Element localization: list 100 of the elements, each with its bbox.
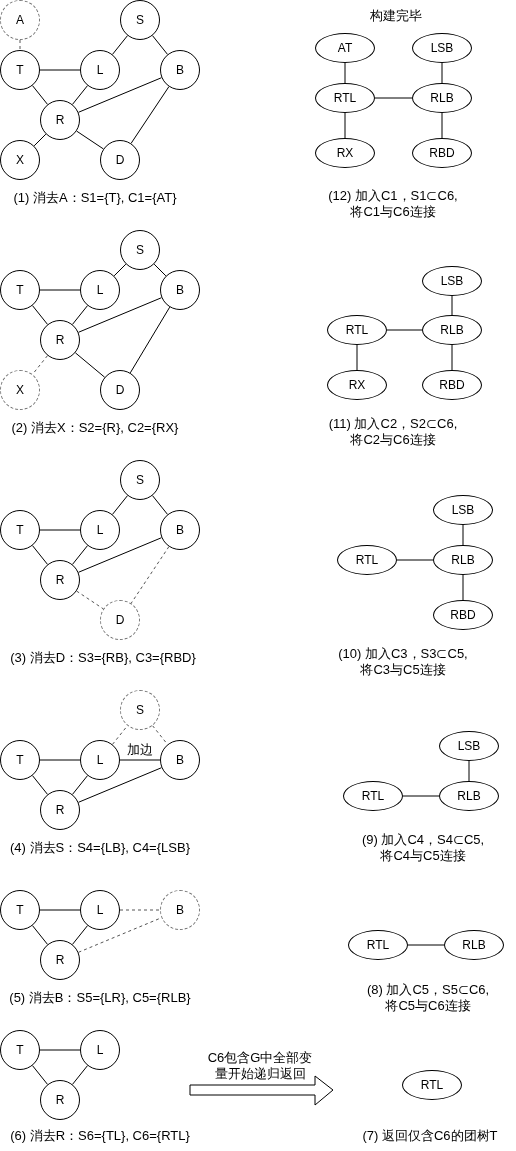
node-label: RLB [457, 789, 481, 803]
step-caption: (3) 消去D：S3={RB}, C3={RBD} [9, 650, 197, 666]
graph-node-circle [40, 100, 80, 140]
graph-node-circle [120, 460, 160, 500]
edge-line [74, 352, 106, 378]
node-label: T [16, 903, 24, 917]
step-caption: (9) 加入C4，S4⊂C5, 将C4与C5连接 [360, 832, 486, 864]
node-label: R [55, 333, 65, 347]
edge-line [451, 295, 453, 316]
node-label: B [176, 63, 184, 77]
edge-line [77, 767, 163, 803]
graph-node-circle [160, 740, 200, 780]
graph-node-circle [40, 560, 80, 600]
graph-node-circle [160, 50, 200, 90]
edge-line [462, 524, 464, 546]
edge-line [77, 77, 163, 113]
node-label: RLB [440, 323, 464, 337]
node-label: S [136, 13, 144, 27]
edge-line [32, 775, 48, 795]
step-caption: (4) 消去S：S4={LB}, C4={LSB} [9, 840, 191, 856]
edge-line [462, 574, 464, 601]
node-label: RTL [345, 323, 369, 337]
graph-node-circle [80, 1030, 120, 1070]
graph-node-circle [80, 740, 120, 780]
node-label: RLB [451, 553, 475, 567]
edge-line [112, 495, 128, 515]
step-caption: (7) 返回仅含C6的团树T [361, 1128, 499, 1144]
node-label: RBD [450, 608, 476, 622]
graph-node-circle [0, 270, 40, 310]
edge-line [374, 97, 413, 99]
clique-node-ellipse [402, 1070, 462, 1100]
edge-line [76, 130, 104, 150]
node-label: B [176, 283, 184, 297]
node-label: B [176, 753, 184, 767]
step-caption: (2) 消去X：S2={R}, C2={RX} [10, 420, 180, 436]
node-label: RX [336, 146, 354, 160]
node-label: LSB [430, 41, 454, 55]
clique-node-ellipse [439, 731, 499, 761]
node-label: T [16, 523, 24, 537]
edge-line [129, 306, 171, 374]
node-label: RBD [429, 146, 455, 160]
node-label: RLB [462, 938, 486, 952]
graph-node-circle [0, 50, 40, 90]
node-label: RTL [361, 789, 385, 803]
edge-line [32, 305, 48, 325]
node-label: T [16, 63, 24, 77]
edge-line [39, 529, 81, 531]
edge-line [344, 62, 346, 84]
step-caption: (10) 加入C3，S3⊂C5, 将C3与C5连接 [337, 646, 469, 678]
clique-node-ellipse [439, 781, 499, 811]
graph-node-circle [80, 270, 120, 310]
node-label: X [16, 153, 24, 167]
edge-line [119, 759, 161, 761]
node-label: D [115, 613, 125, 627]
node-label: RTL [333, 91, 357, 105]
graph-node-circle [80, 890, 120, 930]
graph-node-circle [160, 890, 200, 930]
graph-node-circle [100, 140, 140, 180]
dashed-edge [152, 725, 168, 745]
node-label: L [96, 903, 104, 917]
edge-line [32, 1065, 48, 1085]
node-label: LSB [451, 503, 475, 517]
step-caption: (6) 消去R：S6={TL}, C6={RTL} [9, 1128, 191, 1144]
graph-node-circle [120, 230, 160, 270]
graph-node-circle [120, 690, 160, 730]
node-label: S [136, 243, 144, 257]
clique-node-ellipse [444, 930, 504, 960]
node-label: T [16, 753, 24, 767]
edge-line [39, 289, 81, 291]
node-label: R [55, 113, 65, 127]
heading: 构建完毕 [369, 8, 423, 24]
edge-line [130, 86, 170, 144]
graph-node-circle [100, 600, 140, 640]
edge-line [72, 925, 88, 945]
clique-node-ellipse [348, 930, 408, 960]
edge-line [386, 329, 423, 331]
node-label: RBD [439, 378, 465, 392]
node-label: L [96, 753, 104, 767]
node-label: LSB [457, 739, 481, 753]
node-label: RX [348, 378, 366, 392]
node-label: RLB [430, 91, 454, 105]
dashed-edge [119, 909, 161, 911]
edge-line [344, 112, 346, 139]
edge-line [152, 35, 168, 55]
node-label: L [96, 283, 104, 297]
clique-node-ellipse [433, 545, 493, 575]
edge-line [77, 297, 163, 333]
edge-line [451, 344, 453, 371]
edge-line [39, 1049, 81, 1051]
edge-line [72, 1065, 88, 1085]
node-label: RTL [366, 938, 390, 952]
graph-node-circle [0, 0, 40, 40]
edge-line [72, 775, 88, 795]
clique-node-ellipse [422, 266, 482, 296]
dashed-edge [76, 590, 104, 610]
edge-line [468, 760, 470, 782]
graph-node-circle [160, 270, 200, 310]
dashed-edge [130, 546, 170, 604]
edge-line [153, 263, 167, 277]
graph-node-circle [100, 370, 140, 410]
